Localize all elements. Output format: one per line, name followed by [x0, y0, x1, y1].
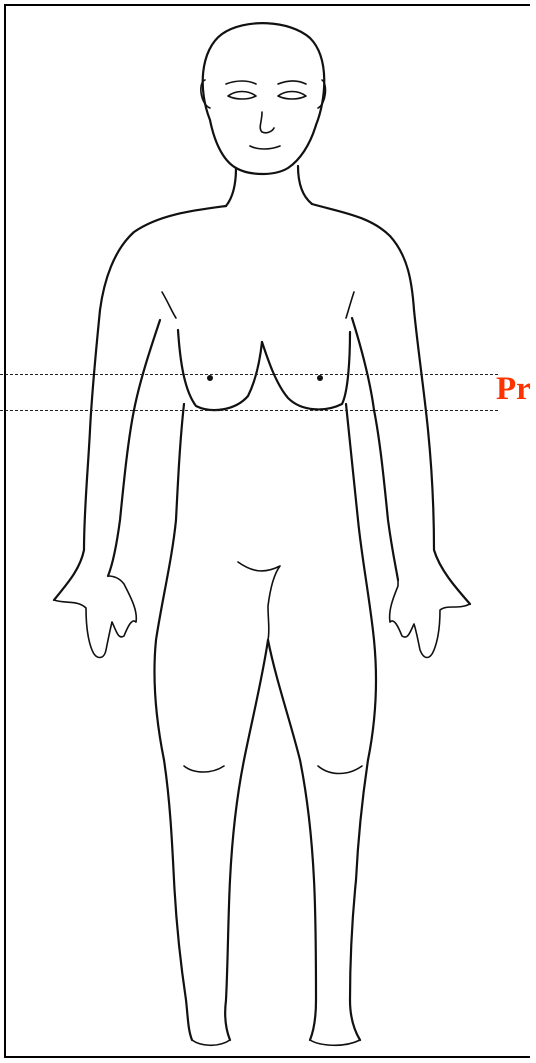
- right-foot: [310, 1040, 360, 1045]
- right-hand: [390, 580, 470, 658]
- torso-right: [346, 404, 376, 760]
- left-foot: [192, 1040, 230, 1045]
- left-brow: [226, 81, 256, 84]
- right-knee: [318, 766, 362, 774]
- left-nipple: [207, 375, 213, 381]
- region-label: Pr: [496, 373, 531, 406]
- upper-dashed-guide-line: [0, 374, 498, 375]
- lower-dashed-guide-line: [0, 410, 498, 411]
- left-breast: [178, 330, 262, 410]
- right-brow: [278, 81, 306, 84]
- left-leg-inner: [225, 640, 268, 1040]
- right-leg-outer: [350, 760, 368, 1040]
- groin: [238, 562, 280, 640]
- left-knee: [184, 766, 224, 772]
- right-arm-inner: [352, 318, 398, 580]
- right-breast: [262, 332, 350, 409]
- right-arm-outer: [414, 310, 470, 604]
- left-leg-outer: [164, 760, 192, 1040]
- left-arm-outer: [54, 310, 100, 600]
- mouth: [250, 146, 280, 149]
- head-outline: [203, 23, 325, 174]
- right-eye: [278, 92, 306, 100]
- left-eye: [228, 92, 256, 100]
- torso-left: [154, 404, 184, 760]
- left-chest-fold: [162, 292, 176, 318]
- right-chest-fold: [346, 292, 354, 318]
- right-shoulder: [312, 204, 414, 310]
- left-arm-inner: [108, 320, 160, 576]
- right-nipple: [317, 375, 323, 381]
- left-hand: [54, 576, 136, 658]
- right-leg-inner: [268, 640, 316, 1040]
- neck-left: [226, 168, 236, 206]
- nose: [260, 112, 274, 133]
- neck-right: [298, 166, 312, 204]
